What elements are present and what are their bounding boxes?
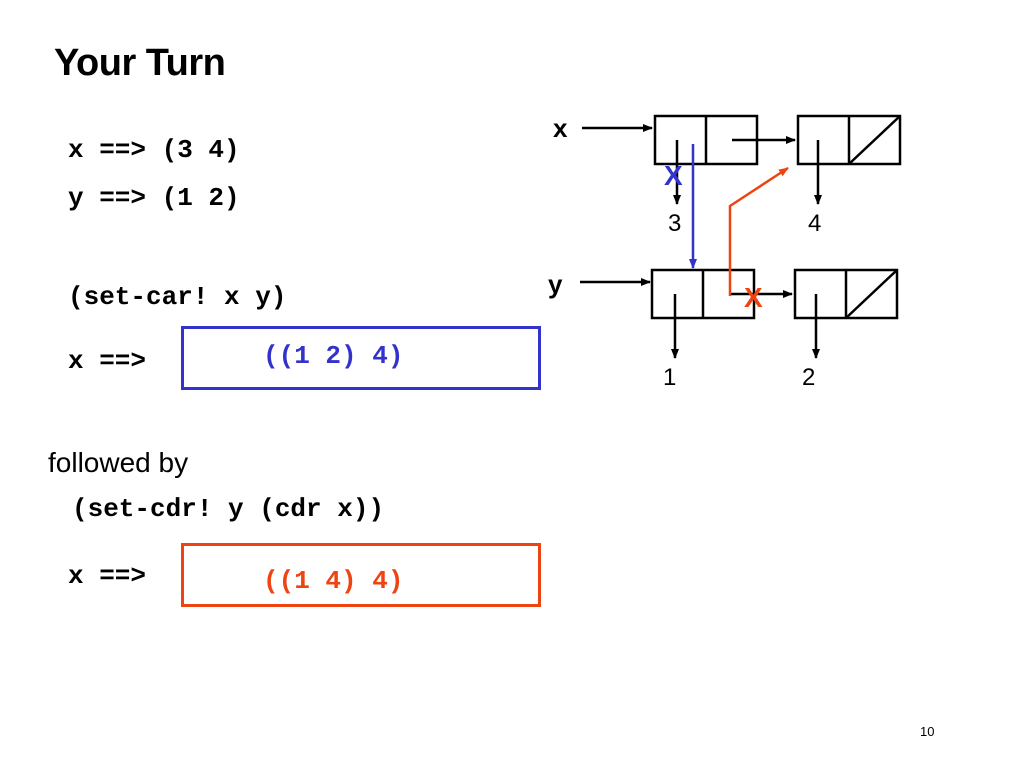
code-set-car: (set-car! x y)	[68, 282, 287, 312]
page-number: 10	[920, 724, 935, 739]
code-line-y: y ==> (1 2)	[68, 183, 240, 213]
code-line-x: x ==> (3 4)	[68, 135, 240, 165]
var-x-label: x	[553, 113, 568, 143]
value-1: 1	[663, 364, 676, 391]
result-second: ((1 4) 4)	[263, 566, 404, 596]
var-y-label: y	[548, 269, 563, 299]
value-3: 3	[668, 210, 681, 237]
cross-blue-x: X	[664, 160, 683, 191]
code-x-arrow-2: x ==>	[68, 561, 147, 591]
y-cons-cell-2	[793, 268, 899, 320]
code-set-cdr: (set-cdr! y (cdr x))	[72, 494, 385, 524]
followed-by-label: followed by	[48, 447, 189, 478]
set-cdr-new-pointer	[728, 166, 789, 296]
result-box-second	[181, 543, 541, 607]
value-4: 4	[808, 210, 821, 237]
result-box-first	[181, 326, 541, 390]
value-2: 2	[802, 364, 815, 391]
slide-title: Your Turn	[54, 42, 226, 84]
result-first: ((1 2) 4)	[263, 341, 404, 371]
code-x-arrow-1: x ==>	[68, 346, 147, 376]
cross-red-x: X	[744, 282, 763, 313]
x-cons-cell-2	[796, 114, 902, 166]
